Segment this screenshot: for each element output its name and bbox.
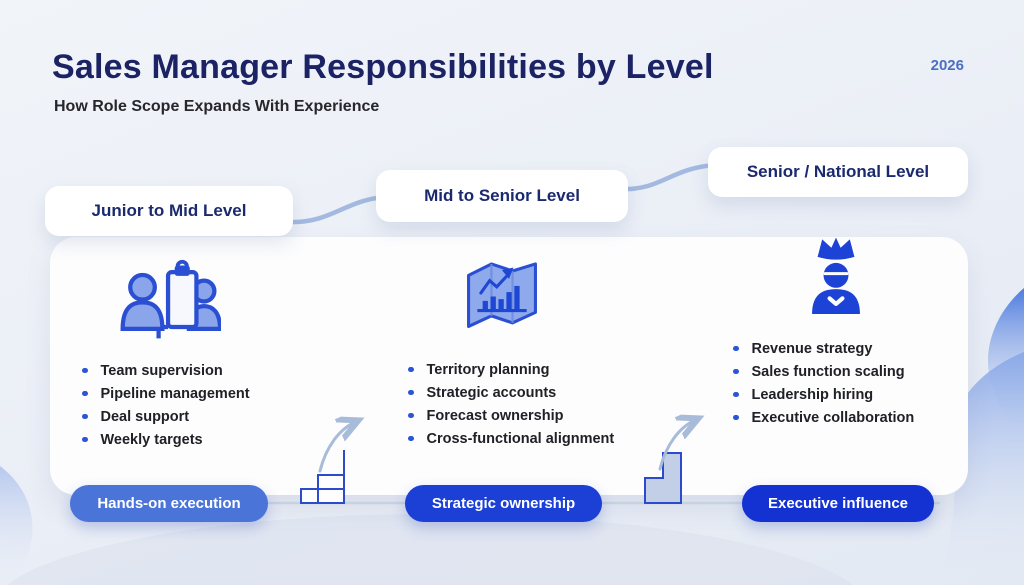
level-pill-senior: Senior / National Level xyxy=(708,147,968,197)
level-label: Senior / National Level xyxy=(746,162,930,181)
list-item: Territory planning xyxy=(408,358,614,381)
list-item: Weekly targets xyxy=(82,428,250,451)
connector-line xyxy=(285,194,388,225)
badge-strategic-ownership: Strategic ownership xyxy=(405,485,602,522)
connector-line xyxy=(621,162,718,192)
list-item: Pipeline management xyxy=(82,382,250,405)
responsibility-list-mid: Territory planning Strategic accounts Fo… xyxy=(408,358,615,450)
responsibility-list-junior: Team supervision Pipeline management Dea… xyxy=(82,359,250,451)
responsibility-list-senior: Revenue strategy Sales function scaling … xyxy=(733,337,915,429)
badge-hands-on-execution: Hands-on execution xyxy=(70,485,268,522)
badge-executive-influence: Executive influence xyxy=(742,485,934,522)
year-label: 2026 xyxy=(930,57,964,74)
badge-label: Strategic ownership xyxy=(431,495,576,512)
list-item: Leadership hiring xyxy=(733,383,914,406)
badge-label: Executive influence xyxy=(767,495,909,512)
level-pill-mid: Mid to Senior Level xyxy=(376,170,628,222)
level-pill-junior: Junior to Mid Level xyxy=(45,186,293,236)
level-label: Junior to Mid Level xyxy=(91,201,247,220)
badge-label: Hands-on execution xyxy=(97,495,241,512)
page-title: Sales Manager Responsibilities by Level xyxy=(52,48,714,86)
list-item: Sales function scaling xyxy=(733,360,914,383)
crowned-leader-icon xyxy=(801,231,871,316)
level-label: Mid to Senior Level xyxy=(424,186,580,205)
territory-map-chart-icon xyxy=(458,256,546,337)
list-item: Forecast ownership xyxy=(408,404,614,427)
list-item: Team supervision xyxy=(82,359,250,382)
list-item: Deal support xyxy=(82,405,250,428)
list-item: Executive collaboration xyxy=(733,406,915,429)
list-item: Revenue strategy xyxy=(733,337,914,360)
team-supervision-icon xyxy=(117,253,223,348)
list-item: Strategic accounts xyxy=(408,381,614,404)
page-subtitle: How Role Scope Expands With Experience xyxy=(54,98,380,115)
list-item: Cross-functional alignment xyxy=(408,427,615,450)
